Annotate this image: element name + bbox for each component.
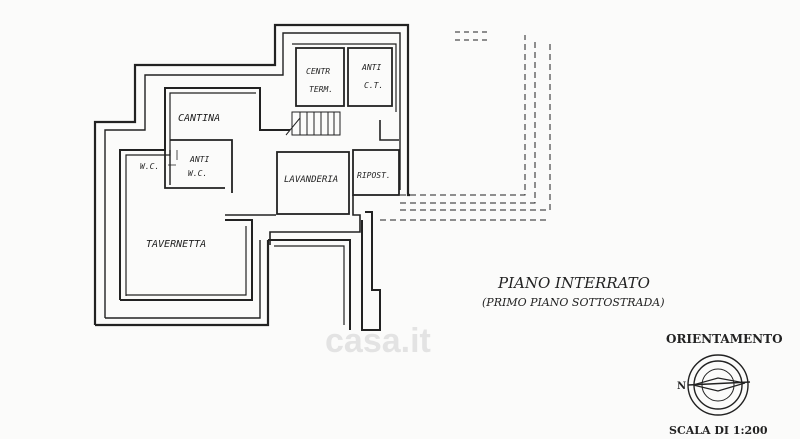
room-label-anti-ct-1: ANTI [361, 63, 381, 72]
outer-wall-bottom [95, 240, 270, 327]
centrale-termica-room [295, 47, 345, 107]
room-label-centr-1: CENTR [306, 67, 330, 76]
stairs [285, 111, 341, 136]
room-label-centr-2: TERM. [309, 85, 333, 94]
outer-wall-bottom-inner [105, 240, 261, 319]
outer-wall [93, 23, 410, 325]
room-label-ripostiglio: RIPOST. [357, 171, 391, 180]
hall-wall-right [379, 120, 399, 141]
wc-door [168, 150, 178, 166]
room-label-wc: W.C. [140, 162, 159, 171]
tavernetta-bottom-2 [126, 226, 247, 296]
anti-ct-room [347, 47, 393, 107]
annex-wall [268, 239, 351, 330]
terrace-dashed-outline [380, 35, 551, 221]
annex-right [361, 211, 381, 331]
lavanderia-room [276, 151, 350, 215]
central-hall-wall [225, 195, 361, 245]
compass [687, 354, 751, 416]
room-label-lavanderia: LAVANDERIA [284, 175, 338, 185]
room-label-tavernetta: TAVERNETTA [146, 239, 206, 250]
tavernetta-bottom [120, 219, 253, 301]
annex-wall-inner [274, 245, 345, 325]
room-label-cantina: CANTINA [178, 113, 220, 124]
room-label-anti-ct-2: C.T. [364, 81, 383, 90]
room-label-anti-wc-2: W.C. [188, 169, 207, 178]
cantina-bottom-wall [170, 139, 233, 193]
ct-wall-top [292, 43, 397, 112]
inner-wall-left [119, 87, 290, 300]
wc-wall [164, 150, 225, 189]
orientation-label: ORIENTAMENTO [666, 332, 783, 346]
plan-title: PIANO INTERRATO [497, 274, 650, 292]
watermark-logo: casa.it [325, 322, 431, 360]
ripostiglio-room [352, 149, 400, 196]
plan-subtitle: (PRIMO PIANO SOTTOSTRADA) [482, 296, 665, 309]
terrace-dashed-top [455, 31, 488, 41]
compass-north-letter: N [677, 381, 686, 392]
scale-label: SCALA DI 1:200 [669, 424, 768, 437]
room-label-anti-wc-1: ANTI [189, 155, 209, 164]
outer-wall-inner [104, 32, 401, 318]
